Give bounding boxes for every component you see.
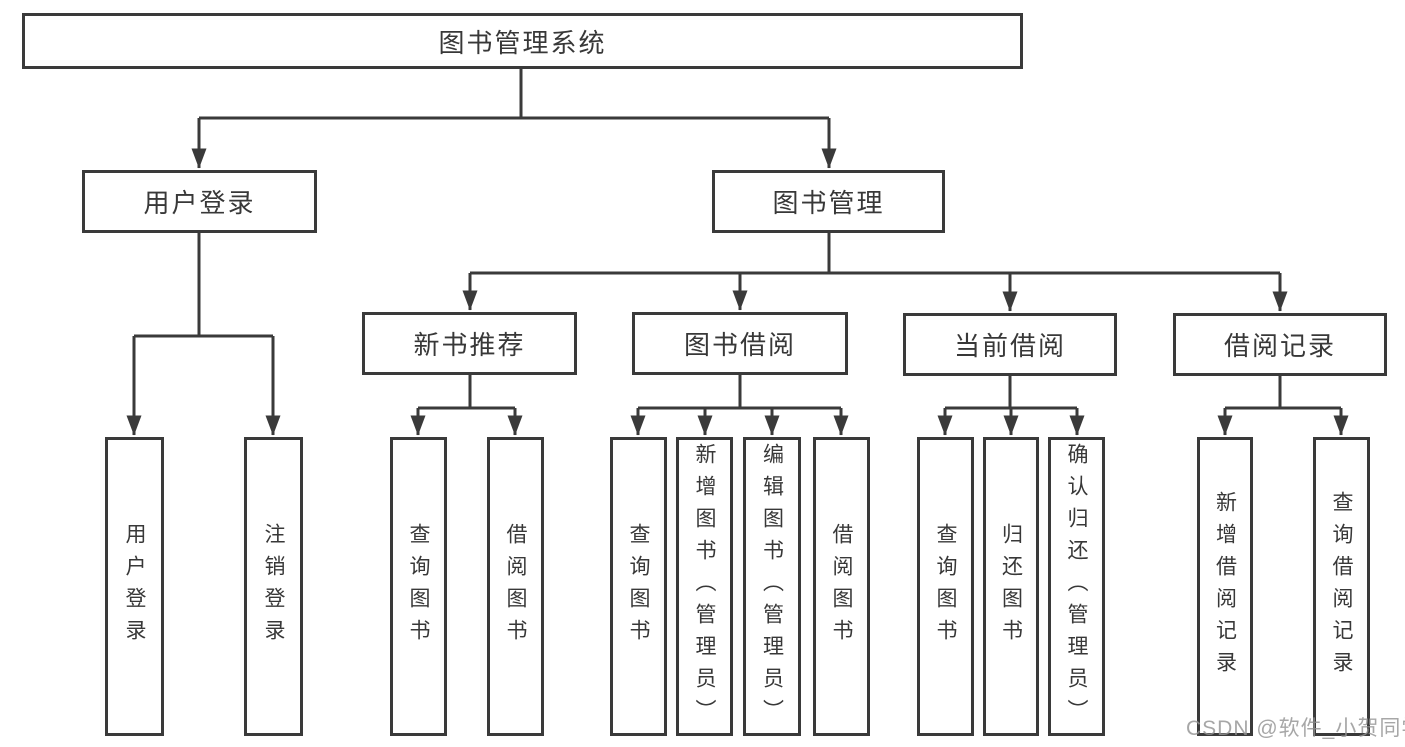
leaf-borrow-book-2-label: 借阅图书 — [830, 522, 853, 651]
leaf-edit-book: 编辑图书（管理员） — [743, 437, 801, 736]
leaf-edit-book-label: 编辑图书（管理员） — [760, 442, 784, 731]
leaf-query-book-1: 查询图书 — [390, 437, 447, 736]
leaf-borrow-book-2: 借阅图书 — [813, 437, 870, 736]
node-root: 图书管理系统 — [22, 13, 1023, 69]
leaf-query-record: 查询借阅记录 — [1313, 437, 1370, 736]
node-book-mgmt: 图书管理 — [712, 170, 945, 233]
leaf-add-record: 新增借阅记录 — [1197, 437, 1253, 736]
leaf-add-book-label: 新增图书（管理员） — [693, 442, 716, 731]
connector-borrow-record-bus — [1225, 376, 1341, 410]
node-root-label: 图书管理系统 — [438, 27, 607, 58]
node-book-borrow: 图书借阅 — [632, 312, 848, 375]
leaf-query-book-3: 查询图书 — [917, 437, 974, 736]
leaf-confirm-return-label: 确认归还（管理员） — [1065, 442, 1088, 731]
node-current-borrow: 当前借阅 — [903, 313, 1117, 376]
leaf-add-book: 新增图书（管理员） — [676, 437, 733, 736]
leaf-logout: 注销登录 — [244, 437, 303, 736]
connector-root-bus — [199, 69, 829, 120]
leaf-borrow-book-1-label: 借阅图书 — [504, 522, 527, 651]
csdn-watermark: CSDN @软件_小贺同学 — [1186, 717, 1405, 740]
connector-book-mgmt-bus — [470, 233, 1280, 275]
leaf-user-login: 用户登录 — [105, 437, 164, 736]
leaf-query-book-3-label: 查询图书 — [934, 522, 957, 651]
node-current-borrow-label: 当前借阅 — [953, 331, 1066, 361]
node-user-login-label: 用户登录 — [143, 188, 256, 218]
node-borrow-record: 借阅记录 — [1173, 313, 1387, 376]
connector-new-book-rec-bus — [418, 375, 515, 410]
leaf-query-record-label: 查询借阅记录 — [1330, 490, 1353, 683]
connector-book-borrow-bus — [638, 375, 841, 410]
node-new-book-rec-label: 新书推荐 — [413, 330, 526, 360]
node-user-login: 用户登录 — [82, 170, 317, 233]
leaf-logout-label: 注销登录 — [262, 522, 285, 651]
leaf-borrow-book-1: 借阅图书 — [487, 437, 544, 736]
leaf-return-book: 归还图书 — [983, 437, 1039, 736]
leaf-return-book-label: 归还图书 — [999, 522, 1023, 651]
leaf-add-record-label: 新增借阅记录 — [1213, 490, 1237, 683]
leaf-query-book-2-label: 查询图书 — [627, 522, 650, 651]
connector-current-borrow-bus — [945, 376, 1077, 410]
leaf-user-login-label: 用户登录 — [123, 522, 146, 651]
node-book-borrow-label: 图书借阅 — [683, 330, 796, 360]
leaf-query-book-2: 查询图书 — [610, 437, 667, 736]
node-borrow-record-label: 借阅记录 — [1223, 331, 1336, 361]
connector-user-login-bus — [134, 233, 273, 338]
node-book-mgmt-label: 图书管理 — [772, 188, 885, 218]
leaf-query-book-1-label: 查询图书 — [407, 522, 430, 651]
node-new-book-rec: 新书推荐 — [362, 312, 577, 375]
leaf-confirm-return: 确认归还（管理员） — [1048, 437, 1105, 736]
